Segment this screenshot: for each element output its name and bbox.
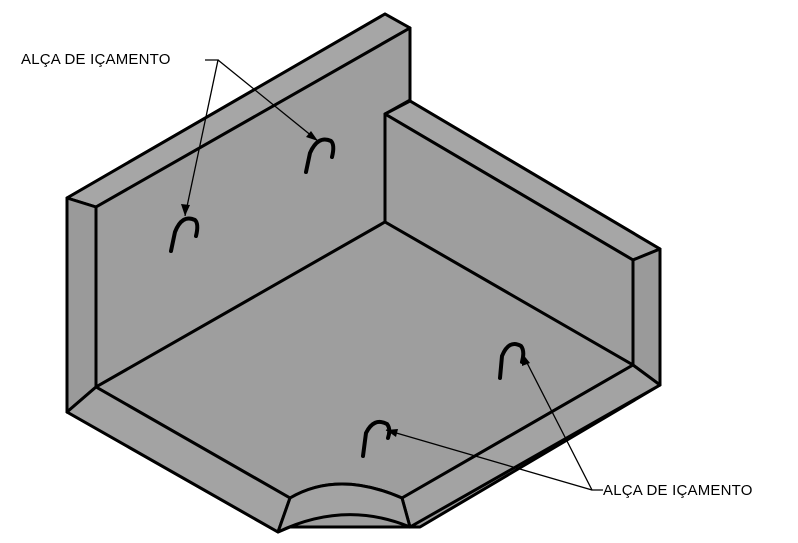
floor-notch xyxy=(276,482,412,534)
left-wall-front-edge xyxy=(65,196,98,414)
arrowhead-3 xyxy=(522,353,530,366)
arrowhead-2 xyxy=(306,131,318,141)
lifting-loop-label-top: ALÇA DE IÇAMENTO xyxy=(21,51,171,68)
lifting-loop-4 xyxy=(361,419,392,458)
lifting-loop-1 xyxy=(169,216,200,253)
lifting-loop-label-bottom: ALÇA DE IÇAMENTO xyxy=(603,482,753,499)
arrowhead-1 xyxy=(181,204,190,216)
lifting-loop-2 xyxy=(304,137,336,174)
leader-top-b xyxy=(217,59,319,142)
arrowhead-4 xyxy=(386,429,398,437)
right-wall-front-edge xyxy=(631,247,662,387)
leader-bottom-b xyxy=(385,429,593,491)
